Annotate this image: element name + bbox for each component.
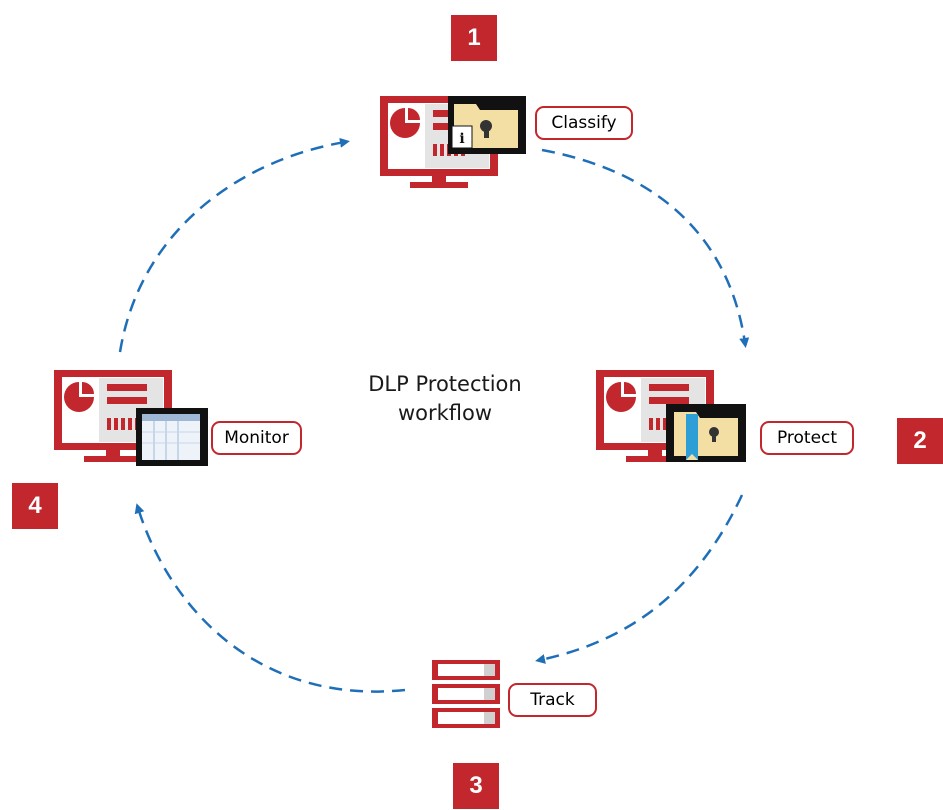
arrow-monitor-to-classify	[118, 137, 350, 353]
stage-label-protect: Protect	[760, 421, 854, 455]
diagram-title: DLP Protection workflow	[330, 370, 560, 428]
arrow-protect-to-track	[535, 494, 744, 664]
diagram-title-line1: DLP Protection	[368, 372, 522, 396]
arrow-classify-to-protect	[541, 148, 750, 348]
step-badge-2: 2	[897, 418, 943, 464]
arrow-track-to-monitor	[134, 503, 406, 693]
server-stack-icon	[432, 660, 500, 728]
monitor-pie-chart-with-documents-icon	[54, 370, 208, 466]
stage-label-classify: Classify	[535, 106, 633, 140]
diagram-title-line2: workflow	[397, 401, 493, 425]
monitor-pie-chart-with-bookmarked-folder-icon	[596, 370, 746, 462]
step-badge-4: 4	[12, 483, 58, 529]
step-badge-3: 3	[453, 763, 499, 809]
step-badge-1: 1	[451, 15, 497, 61]
svg-text:i: i	[459, 131, 464, 147]
stage-label-monitor: Monitor	[211, 421, 302, 455]
stage-label-track: Track	[508, 683, 597, 717]
monitor-pie-chart-with-info-folder-icon: i	[380, 96, 526, 188]
